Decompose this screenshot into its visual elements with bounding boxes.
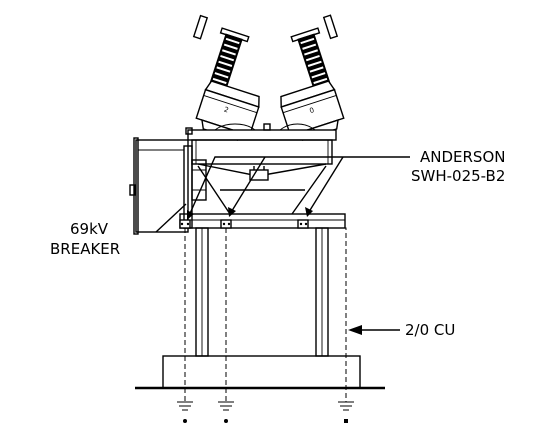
left-bushing: 2 — [192, 14, 260, 141]
conductor-label: 2/0 CU — [405, 321, 455, 339]
left-bushing-mark: 2 — [223, 106, 230, 115]
right-bushing-mark: 0 — [308, 106, 315, 115]
ground-symbol-right — [338, 401, 354, 423]
control-cabinet — [129, 137, 207, 235]
ground-symbol-middle — [218, 401, 234, 423]
anderson-leaders — [187, 156, 410, 220]
support-structure — [135, 227, 385, 390]
breaker-label-voltage: 69kV — [70, 220, 109, 238]
ground-symbol-left — [177, 401, 193, 423]
switch-label-manufacturer: ANDERSON — [420, 148, 505, 166]
breaker-label-type: BREAKER — [50, 240, 120, 258]
ground-conductors — [184, 227, 347, 402]
ground-connectors — [179, 219, 309, 229]
right-bushing: 0 — [280, 14, 345, 141]
switch-label-model: SWH-025-B2 — [411, 167, 505, 185]
breaker-leader — [155, 203, 187, 233]
conductor-leader — [348, 325, 400, 335]
breaker-tank — [179, 123, 346, 229]
